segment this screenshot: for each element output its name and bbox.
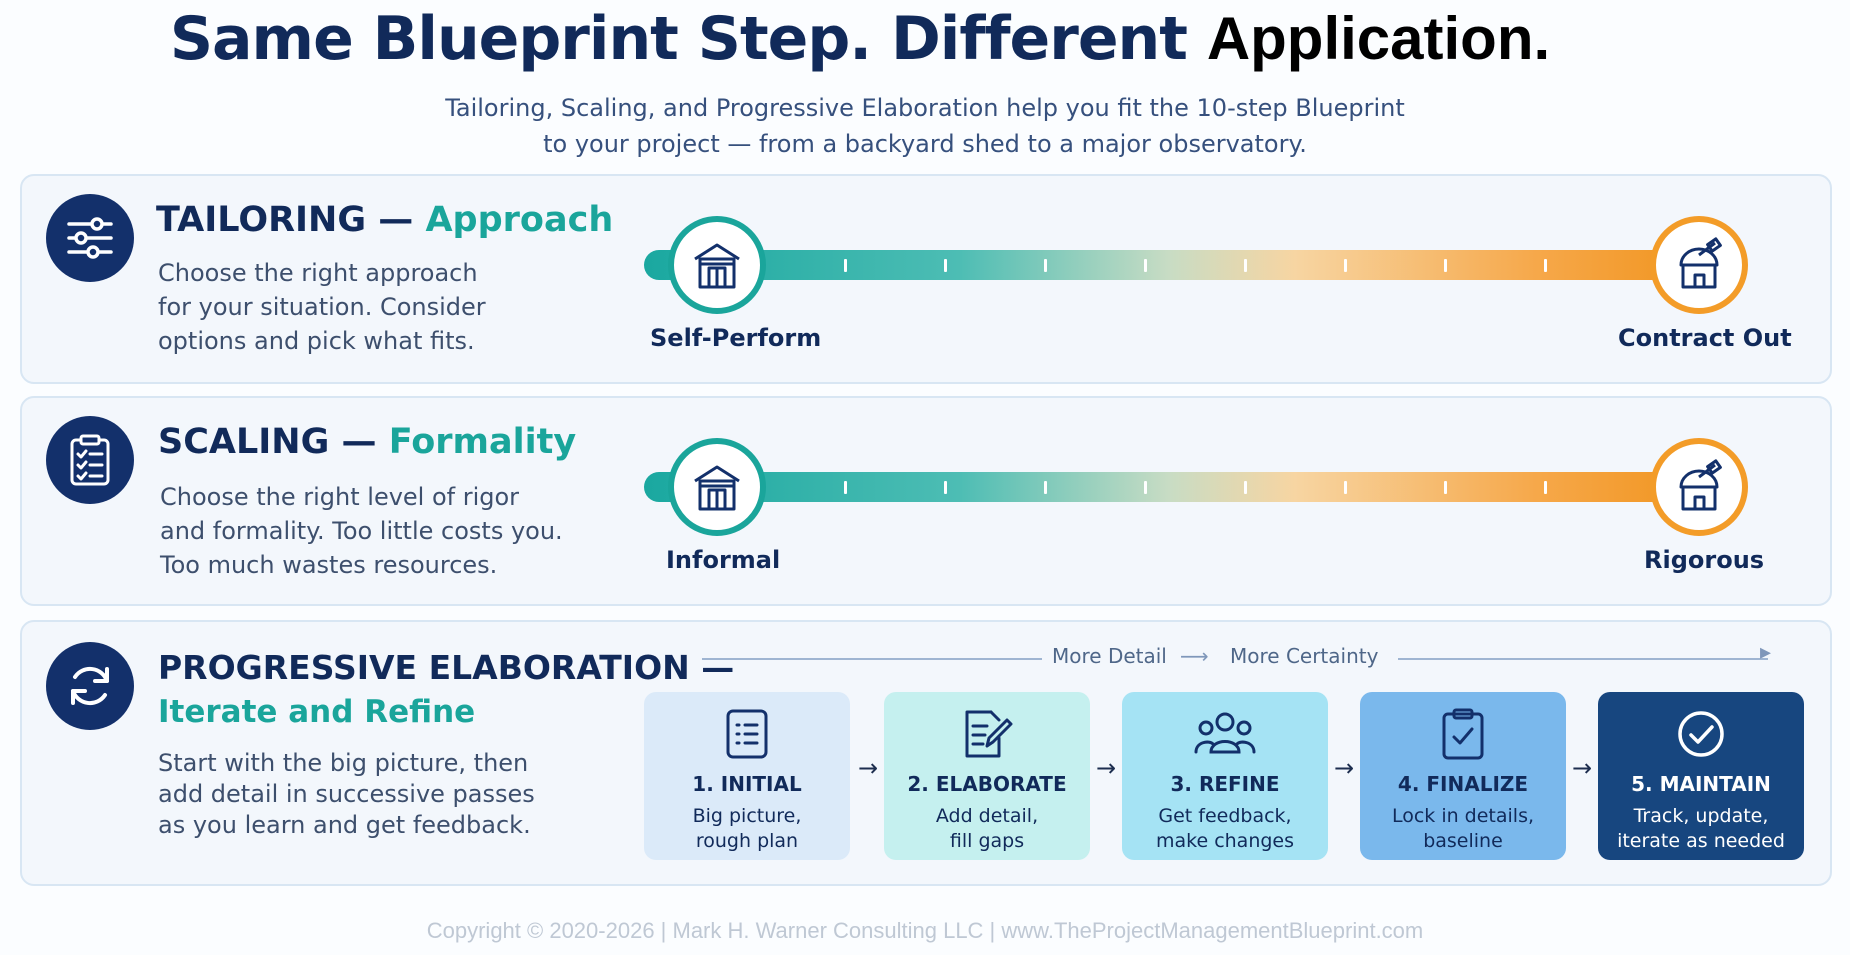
tick (944, 259, 947, 272)
flow-arrowhead-icon: ▸ (1760, 640, 1772, 665)
desc-line: Too much wastes resources. (160, 551, 498, 579)
copyright-footer: Copyright © 2020-2026 | Mark H. Warner C… (426, 918, 1424, 943)
check-circle-icon (1598, 706, 1804, 762)
desc-line: Start with the big picture, then (158, 749, 529, 777)
flow-arrow-icon: ⟶ (1180, 644, 1209, 668)
title-part-2: Application. (1206, 5, 1551, 72)
formality-spectrum-bar (644, 472, 1694, 502)
shed-icon (668, 216, 766, 314)
step-title: 3. REFINE (1170, 772, 1280, 796)
step-title: 2. ELABORATE (907, 772, 1067, 796)
step-desc-line: rough plan (695, 830, 799, 852)
tick (1444, 481, 1447, 494)
progressive-title: PROGRESSIVE ELABORATION — (158, 648, 735, 687)
self-perform-label: Self-Perform (650, 324, 822, 352)
desc-line: Choose the right level of rigor (160, 483, 520, 511)
arrow-right-icon: → (1096, 754, 1117, 782)
shed-icon (668, 438, 766, 536)
scaling-panel: SCALING — Formality Choose the right lev… (20, 396, 1832, 606)
flow-line-left (702, 658, 1042, 660)
step-description: Lock in details, baseline (1360, 804, 1566, 854)
title-part-1: Same Blueprint Step. Different (169, 4, 1188, 74)
tailoring-title: TAILORING — Approach (156, 200, 613, 240)
tailoring-panel: TAILORING — Approach Choose the right ap… (20, 174, 1832, 384)
step-maintain: 5. MAINTAIN Track, update, iterate as ne… (1598, 692, 1804, 860)
document-edit-icon (884, 706, 1090, 762)
desc-line: as you learn and get feedback. (158, 811, 531, 839)
tick (1144, 481, 1147, 494)
tick (1044, 481, 1047, 494)
tick (844, 259, 847, 272)
clipboard-checklist-icon (46, 416, 134, 504)
tailoring-title-accent: Approach (425, 200, 614, 240)
step-finalize: 4. FINALIZE Lock in details, baseline (1360, 692, 1566, 860)
desc-line: add detail in successive passes (158, 780, 535, 808)
rigorous-label: Rigorous (1644, 546, 1765, 574)
step-desc-line: iterate as needed (1617, 830, 1785, 852)
tick (844, 481, 847, 494)
observatory-icon (1650, 216, 1748, 314)
subtitle-line-2: to your project — from a backyard shed t… (543, 130, 1307, 158)
scaling-title: SCALING — Formality (158, 422, 576, 462)
more-detail-label: More Detail (1052, 644, 1167, 668)
tick (1344, 481, 1347, 494)
arrow-right-icon: → (1334, 754, 1355, 782)
tick (1144, 259, 1147, 272)
step-description: Add detail, fill gaps (884, 804, 1090, 854)
tailoring-description: Choose the right approach for your situa… (158, 256, 486, 358)
step-desc-line: fill gaps (949, 830, 1025, 852)
informal-label: Informal (666, 546, 781, 574)
step-description: Get feedback, make changes (1122, 804, 1328, 854)
step-elaborate: 2. ELABORATE Add detail, fill gaps (884, 692, 1090, 860)
step-desc-line: make changes (1155, 830, 1295, 852)
tick (1544, 481, 1547, 494)
step-title: 4. FINALIZE (1397, 772, 1529, 796)
arrow-right-icon: → (1572, 754, 1593, 782)
desc-line: and formality. Too little costs you. (160, 517, 563, 545)
observatory-icon (1650, 438, 1748, 536)
tick (1244, 259, 1247, 272)
step-title: 1. INITIAL (692, 772, 802, 796)
progressive-title-accent: Iterate and Refine (158, 694, 476, 730)
step-desc-line: Track, update, (1633, 805, 1769, 827)
step-desc-line: Big picture, (692, 805, 802, 827)
scaling-description: Choose the right level of rigor and form… (160, 480, 563, 582)
desc-line: for your situation. Consider (158, 293, 486, 321)
scaling-title-text: SCALING — (158, 422, 377, 462)
people-group-icon (1122, 706, 1328, 762)
scaling-title-accent: Formality (388, 422, 577, 462)
step-title: 5. MAINTAIN (1631, 772, 1771, 796)
step-desc-line: Add detail, (935, 805, 1039, 827)
clipboard-check-icon (1360, 706, 1566, 762)
tick (1444, 259, 1447, 272)
tick (1044, 259, 1047, 272)
step-description: Big picture, rough plan (644, 804, 850, 854)
desc-line: Choose the right approach (158, 259, 478, 287)
tick (1244, 481, 1247, 494)
approach-spectrum-bar (644, 250, 1694, 280)
page-title: Same Blueprint Step. Different Applicati… (0, 4, 1720, 74)
progressive-description: Start with the big picture, then add det… (158, 748, 535, 841)
list-document-icon (644, 706, 850, 762)
step-initial: 1. INITIAL Big picture, rough plan (644, 692, 850, 860)
contract-out-label: Contract Out (1618, 324, 1792, 352)
flow-line-right (1398, 658, 1768, 660)
refresh-cycle-icon (46, 642, 134, 730)
step-desc-line: Get feedback, (1158, 805, 1292, 827)
desc-line: options and pick what fits. (158, 327, 475, 355)
tailoring-title-text: TAILORING — (156, 200, 414, 240)
tick (1544, 259, 1547, 272)
progressive-elaboration-panel: PROGRESSIVE ELABORATION — Iterate and Re… (20, 620, 1832, 886)
sliders-icon (46, 194, 134, 282)
arrow-right-icon: → (858, 754, 879, 782)
tick (1344, 259, 1347, 272)
step-description: Track, update, iterate as needed (1598, 804, 1804, 854)
tick (944, 481, 947, 494)
step-refine: 3. REFINE Get feedback, make changes (1122, 692, 1328, 860)
more-certainty-label: More Certainty (1230, 644, 1379, 668)
step-desc-line: baseline (1423, 830, 1503, 852)
step-desc-line: Lock in details, (1391, 805, 1535, 827)
page-subtitle: Tailoring, Scaling, and Progressive Elab… (0, 90, 1850, 162)
subtitle-line-1: Tailoring, Scaling, and Progressive Elab… (445, 94, 1405, 122)
